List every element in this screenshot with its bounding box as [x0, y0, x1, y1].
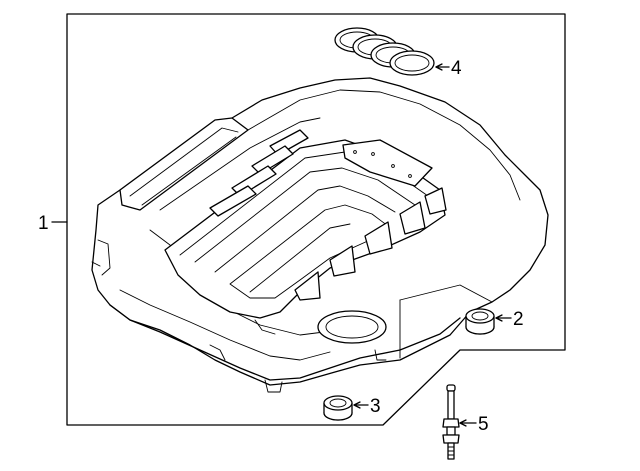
callout-5: 5	[478, 414, 489, 435]
emblem-rings	[334, 27, 435, 76]
callout-3: 3	[370, 396, 381, 417]
mounting-stud	[442, 384, 460, 460]
assembly-boundary	[66, 13, 566, 426]
callout-4: 4	[451, 58, 462, 79]
callout-2: 2	[513, 309, 524, 330]
callout-1: 1	[38, 213, 49, 234]
grommet-right	[465, 308, 495, 335]
engine-cover	[91, 77, 549, 393]
grommet-bottom	[323, 395, 353, 421]
